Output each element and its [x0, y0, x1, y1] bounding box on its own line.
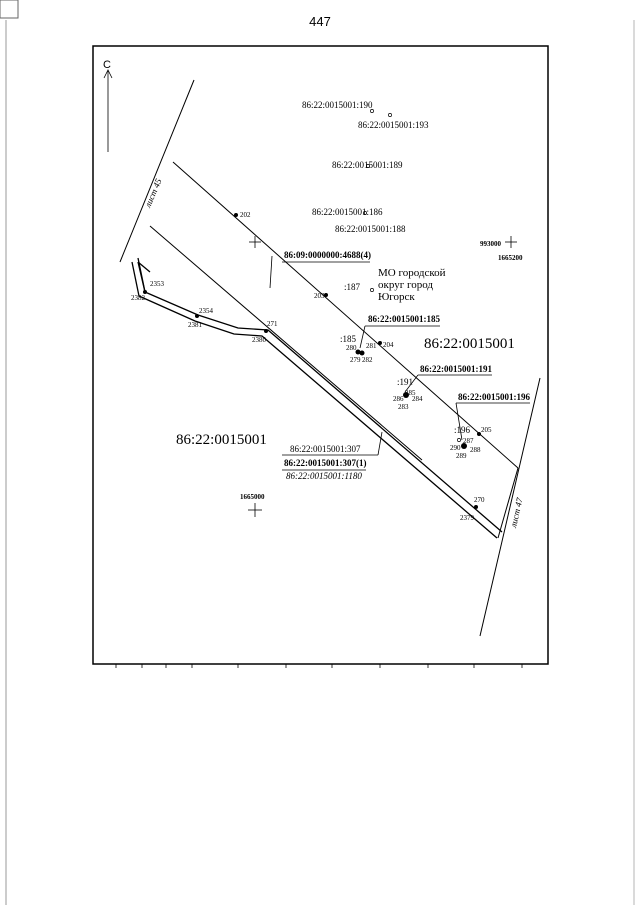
point-286: 286: [393, 395, 404, 403]
label-parcel-188: 86:22:0015001:188: [335, 224, 406, 234]
corridor-lower-line: [149, 225, 423, 461]
point-2353: 2353: [150, 280, 165, 288]
label-municipality-line2: округ город: [378, 279, 433, 291]
north-label: С: [103, 59, 111, 71]
label-parcel-190: 86:22:0015001:190: [302, 100, 373, 110]
label-parcel-186: 86:22:0015001:186: [312, 207, 383, 217]
boundary-points: [143, 213, 481, 509]
point-2382: 2382: [131, 294, 146, 302]
corridor-right-edge: [497, 467, 519, 539]
point-284: 284: [412, 395, 423, 403]
label-parcel-185-short: :185: [340, 334, 357, 344]
label-grid-y-1665200: 1665200: [498, 254, 523, 262]
point-271: 271: [267, 320, 278, 328]
point-285: 285: [405, 389, 416, 397]
label-parcel-196-short: :196: [454, 425, 471, 435]
label-parcel-191: 86:22:0015001:191: [420, 364, 492, 374]
point-289: 289: [456, 452, 467, 460]
point-280: 280: [346, 344, 357, 352]
sheet-boundary-45: [119, 79, 195, 263]
label-grid-y-1665000: 1665000: [240, 493, 265, 501]
sheet-label-45: лист 45: [142, 177, 164, 210]
label-municipality-line1: МО городской: [378, 267, 446, 279]
point-270: 270: [474, 496, 485, 504]
north-arrow: С: [103, 59, 113, 152]
point-287: 287: [463, 437, 474, 445]
leader-lines: [269, 255, 530, 471]
small-circles: [363, 109, 461, 442]
point-2379: 2379: [460, 514, 475, 522]
label-parcel-4688: 86:09:0000000:4688(4): [284, 250, 371, 260]
sheet-boundary-47: [479, 377, 541, 637]
label-parcel-187: :187: [344, 282, 361, 292]
label-parcel-191-short: :191: [397, 377, 413, 387]
point-279: 279: [350, 356, 361, 364]
grid-crosses: [248, 236, 517, 517]
label-municipality-line3: Югорск: [378, 291, 415, 303]
point-2354: 2354: [199, 307, 214, 315]
point-202: 202: [240, 211, 251, 219]
point-205: 205: [481, 426, 492, 434]
point-2380: 2380: [252, 336, 267, 344]
label-parcel-307-1: 86:22:0015001:307(1): [284, 458, 367, 468]
label-grid-x-993000: 993000: [480, 240, 502, 248]
label-parcel-189: 86:22:0015001:189: [332, 160, 403, 170]
point-282: 282: [362, 356, 373, 364]
sheet-label-47: лист 47: [508, 496, 525, 529]
label-parcel-307: 86:22:0015001:307: [290, 444, 361, 454]
label-block-left: 86:22:0015001: [176, 432, 267, 448]
label-parcel-1180: 86:22:0015001:1180: [286, 471, 362, 481]
scan-corner-mark: [0, 0, 19, 19]
point-290: 290: [450, 444, 461, 452]
label-parcel-185: 86:22:0015001:185: [368, 314, 440, 324]
corridor-upper-line: [172, 161, 519, 469]
label-block-right: 86:22:0015001: [424, 336, 515, 352]
point-281: 281: [366, 342, 377, 350]
label-parcel-193: 86:22:0015001:193: [358, 120, 429, 130]
point-288: 288: [470, 446, 481, 454]
point-2381: 2381: [188, 321, 203, 329]
label-parcel-196: 86:22:0015001:196: [458, 392, 530, 402]
frame-bottom-ticks: [115, 664, 523, 668]
road-double-line: [131, 257, 503, 539]
map-frame: [92, 45, 549, 665]
point-204: 204: [383, 341, 394, 349]
point-283: 283: [398, 403, 409, 411]
page-number: 447: [309, 14, 331, 29]
point-203: 203: [314, 292, 325, 300]
